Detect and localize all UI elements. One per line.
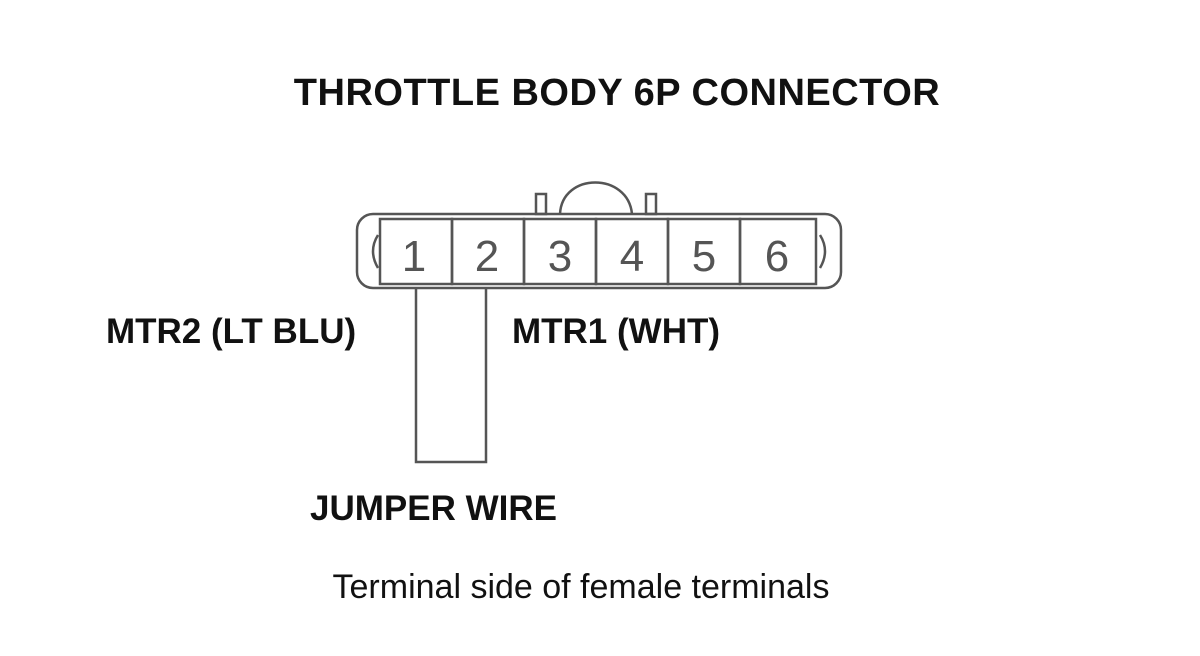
terminal-cell-6 — [738, 217, 818, 286]
terminal-cells — [378, 217, 818, 286]
terminal-number-5: 5 — [692, 232, 716, 281]
terminal-number-6: 6 — [765, 232, 789, 281]
connector-body — [355, 212, 843, 290]
jumper-wire-label: JUMPER WIRE — [310, 489, 557, 528]
caption: Terminal side of female terminals — [332, 568, 830, 606]
diagram-title: THROTTLE BODY 6P CONNECTOR — [293, 72, 941, 114]
terminal-number-1: 1 — [402, 232, 426, 281]
mtr2-label: MTR2 (LT BLU) — [106, 312, 357, 351]
terminal-number-3: 3 — [548, 232, 572, 281]
terminal-number-2: 2 — [475, 232, 499, 281]
mtr1-label: MTR1 (WHT) — [512, 312, 721, 351]
connector-latch — [534, 181, 658, 216]
jumper-wire — [414, 289, 488, 464]
terminal-numbers: 1 2 3 4 5 6 — [402, 232, 789, 281]
terminal-number-4: 4 — [620, 232, 644, 281]
